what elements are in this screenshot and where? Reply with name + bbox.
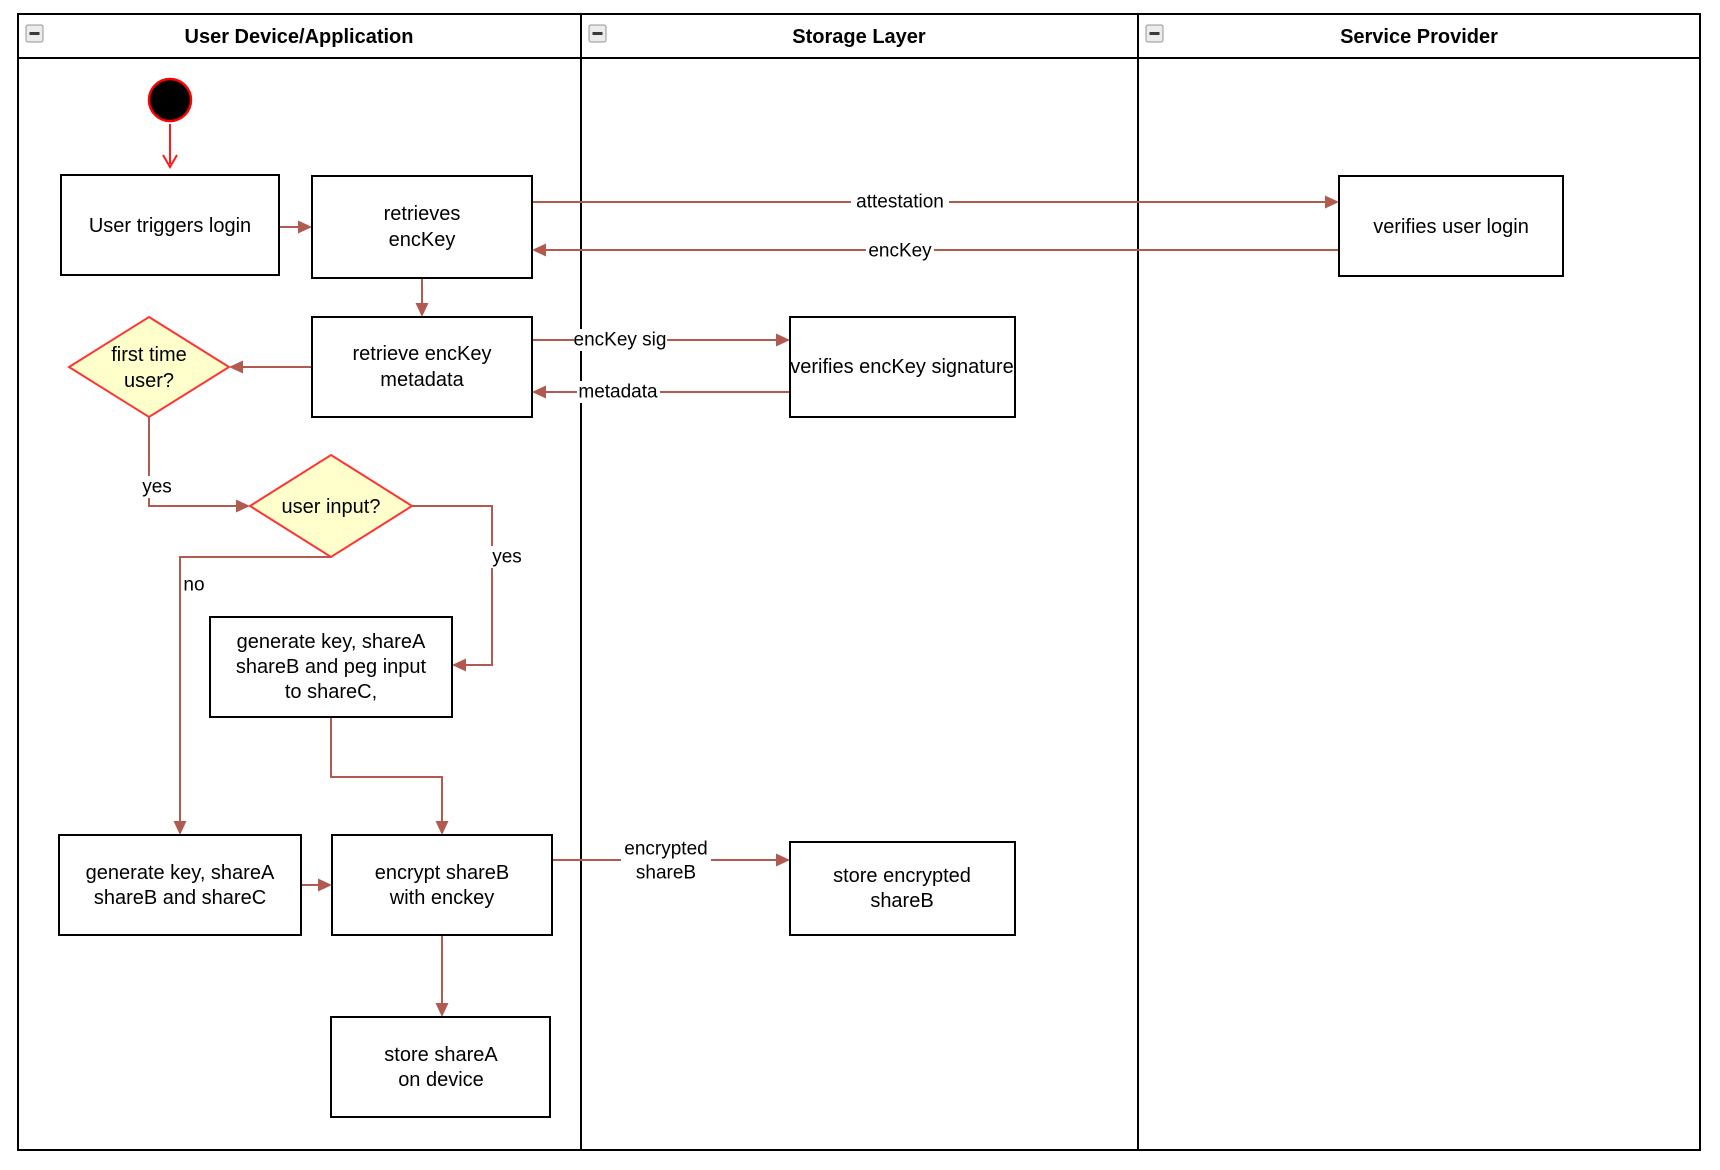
arrowhead <box>229 360 243 374</box>
decision-first-time-user[interactable]: first time user? <box>67 315 231 419</box>
task-user-triggers-login[interactable]: User triggers login <box>60 174 280 276</box>
edge-peg-to-encrypt <box>330 717 443 822</box>
task-label: store shareA <box>384 1044 498 1066</box>
decision-user-input[interactable]: user input? <box>248 453 414 559</box>
edge-label-enckey-sig: encKey sig <box>574 330 667 351</box>
lane-header-storage-layer: Storage Layer <box>588 24 926 48</box>
arrowhead <box>452 658 466 672</box>
edge-user-input-no <box>179 556 331 822</box>
task-store-encrypted-shareb[interactable]: store encrypted shareB <box>789 841 1016 936</box>
arrowhead <box>415 303 429 317</box>
task-label: to shareC, <box>285 681 377 703</box>
task-label: shareB <box>870 890 933 912</box>
arrowhead <box>435 1003 449 1017</box>
collapse-icon[interactable] <box>588 24 607 43</box>
pool-border <box>17 13 1701 1151</box>
minus-icon <box>29 32 40 35</box>
arrowhead <box>776 853 790 867</box>
task-store-sharea-on-device[interactable]: store shareA on device <box>330 1016 551 1118</box>
task-verifies-enckey-signature[interactable]: verifies encKey signature <box>789 316 1016 418</box>
edge-label-encrypted: encrypted <box>624 839 707 860</box>
task-label: retrieve encKey <box>353 343 492 365</box>
edge-label-no-user-input: no <box>183 575 204 596</box>
task-retrieves-enckey[interactable]: retrieves encKey <box>311 175 533 279</box>
task-label: encKey <box>389 229 456 251</box>
decision-label: first time <box>111 344 187 366</box>
edge-label-enckey: encKey <box>868 241 932 262</box>
task-label: on device <box>398 1069 484 1091</box>
lane-header-service-provider: Service Provider <box>1145 24 1498 48</box>
edge-user-input-yes <box>412 505 493 666</box>
edge-label-attestation: attestation <box>856 192 944 213</box>
collapse-icon[interactable] <box>1145 24 1164 43</box>
edge-label-yes-first-time: yes <box>142 477 172 498</box>
task-retrieve-enckey-metadata[interactable]: retrieve encKey metadata <box>311 316 533 418</box>
lane-title-storage-layer: Storage Layer <box>792 26 926 48</box>
arrowhead <box>318 878 332 892</box>
decision-label: user input? <box>282 496 381 518</box>
task-generate-key-peg-input[interactable]: generate key, shareA shareB and peg inpu… <box>209 616 453 718</box>
task-label: generate key, shareA <box>237 631 426 653</box>
edge-label-yes-user-input: yes <box>492 547 522 568</box>
task-label: verifies encKey signature <box>790 356 1013 378</box>
decision-label: user? <box>124 370 174 392</box>
edge-label-metadata: metadata <box>578 382 658 403</box>
task-label: metadata <box>380 369 464 391</box>
edge-first-time-yes <box>148 417 236 507</box>
arrowhead <box>173 821 187 835</box>
task-encrypt-shareb[interactable]: encrypt shareB with enckey <box>331 834 553 936</box>
edge-label-shareb: shareB <box>636 863 696 884</box>
task-label: encrypt shareB <box>375 862 510 884</box>
lane-header-user-device: User Device/Application <box>25 24 414 48</box>
task-label: verifies user login <box>1373 216 1529 238</box>
task-label: with enckey <box>389 887 495 909</box>
edges <box>148 124 1339 1017</box>
task-label: User triggers login <box>89 215 251 237</box>
task-label: store encrypted <box>833 865 971 887</box>
task-verifies-user-login[interactable]: verifies user login <box>1338 175 1564 277</box>
task-label: shareB and peg input <box>236 656 427 678</box>
arrowhead <box>435 821 449 835</box>
task-generate-key-sharec[interactable]: generate key, shareA shareB and shareC <box>58 834 302 936</box>
task-label: retrieves <box>384 203 461 225</box>
task-label: generate key, shareA <box>86 862 275 884</box>
minus-icon <box>592 32 603 35</box>
arrowhead-start <box>162 154 178 169</box>
lane-title-service-provider: Service Provider <box>1340 26 1498 48</box>
minus-icon <box>1149 32 1160 35</box>
arrowhead <box>532 243 546 257</box>
arrowhead <box>1325 195 1339 209</box>
arrowhead <box>236 499 250 513</box>
collapse-icon[interactable] <box>25 24 44 43</box>
arrowhead <box>298 220 312 234</box>
arrowhead <box>532 385 546 399</box>
task-label: shareB and shareC <box>94 887 266 909</box>
edge-labels: attestation encKey encKey sig metadata y… <box>139 191 949 884</box>
start-node[interactable] <box>147 77 193 123</box>
lane-title-user-device: User Device/Application <box>185 26 414 48</box>
arrowhead <box>776 333 790 347</box>
swimlane-pool <box>17 13 1701 1151</box>
